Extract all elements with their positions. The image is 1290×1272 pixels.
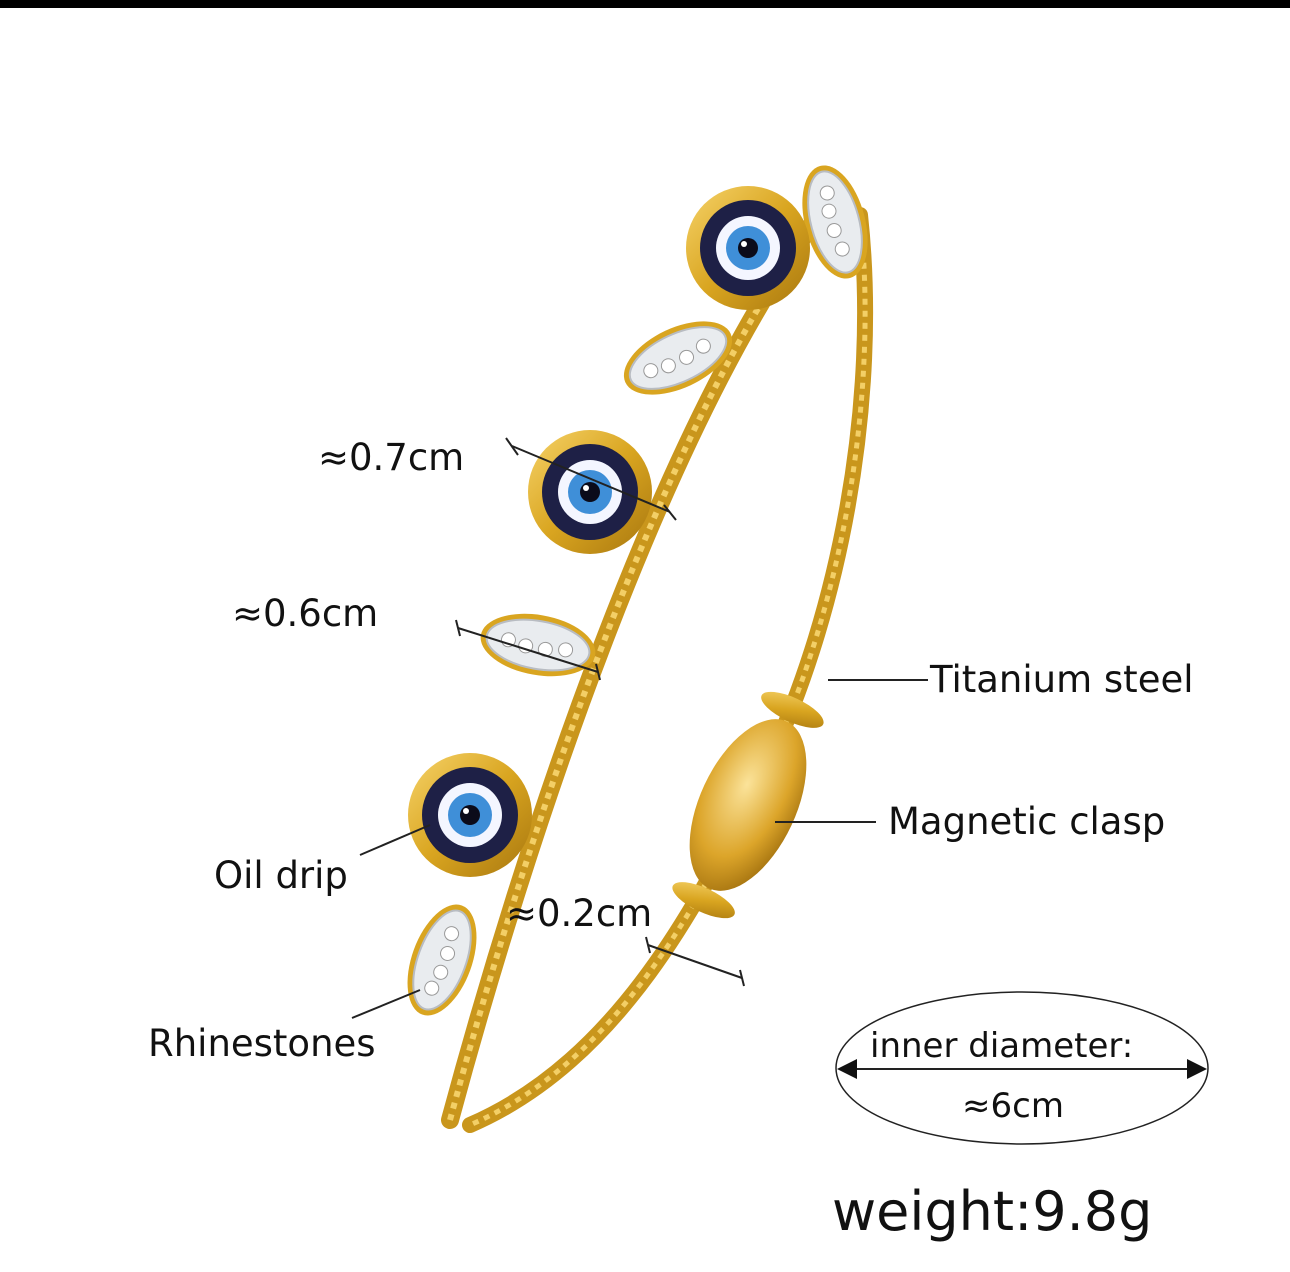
- wire-size-label: ≈0.2cm: [506, 892, 653, 935]
- oil-drip-label: Oil drip: [214, 854, 348, 897]
- dimension-lines: [351, 437, 928, 1019]
- evil-eye-bead-bottom: [408, 753, 532, 877]
- evil-eye-bead-top: [686, 186, 810, 310]
- rhinestone-ring: [611, 305, 745, 411]
- inner-diameter-label: inner diameter:: [870, 1026, 1134, 1066]
- evil-eye-bead-middle: [528, 430, 652, 554]
- inner-diameter-value: ≈6cm: [962, 1086, 1064, 1126]
- weight-label: weight:9.8g: [832, 1180, 1153, 1243]
- rhinestones-label: Rhinestones: [148, 1022, 376, 1065]
- top-black-bar: [0, 0, 1290, 8]
- inner-diameter-ellipse: [835, 991, 1209, 1145]
- material-label: Titanium steel: [930, 658, 1194, 701]
- magnetic-clasp: [672, 691, 824, 919]
- rhinestone-size-label: ≈0.6cm: [232, 592, 379, 635]
- eye-bead-size-label: ≈0.7cm: [318, 436, 465, 479]
- clasp-label: Magnetic clasp: [888, 800, 1166, 843]
- rhinestone-ring: [474, 604, 602, 686]
